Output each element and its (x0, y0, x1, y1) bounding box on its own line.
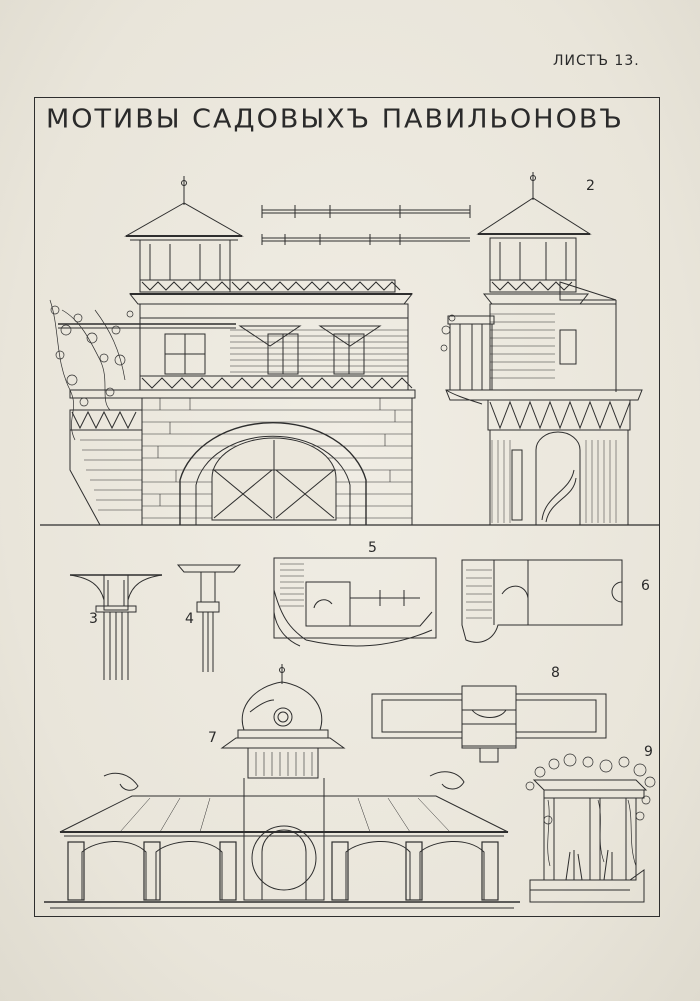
drawing-frame (34, 97, 660, 917)
sheet-number-label: ЛИСТЪ 13. (553, 53, 640, 69)
figure-number-5: 5 (368, 540, 377, 556)
column-detail-4 (176, 564, 242, 672)
floor-plan-8 (371, 685, 607, 763)
figure-number-6: 6 (641, 578, 650, 594)
figure-number-9: 9 (644, 744, 653, 760)
floor-plan-6 (461, 559, 623, 643)
column-detail-3 (69, 574, 163, 680)
figure-number-7: 7 (208, 730, 217, 746)
figure-number-2: 2 (586, 178, 595, 194)
figure-number-4: 4 (185, 611, 194, 627)
scale-bars (261, 205, 471, 245)
rose-arbor (525, 753, 656, 903)
figure-number-3: 3 (89, 611, 98, 627)
figure-number-8: 8 (551, 665, 560, 681)
domed-pavilion-elevation (44, 664, 520, 909)
sheet-title: МОТИВЫ САДОВЫХЪ ПАВИЛЬОНОВЪ (46, 104, 624, 135)
floor-plan-5 (273, 557, 437, 647)
pavilion-front-elevation (40, 176, 660, 526)
pavilion-side-elevation (440, 172, 643, 526)
